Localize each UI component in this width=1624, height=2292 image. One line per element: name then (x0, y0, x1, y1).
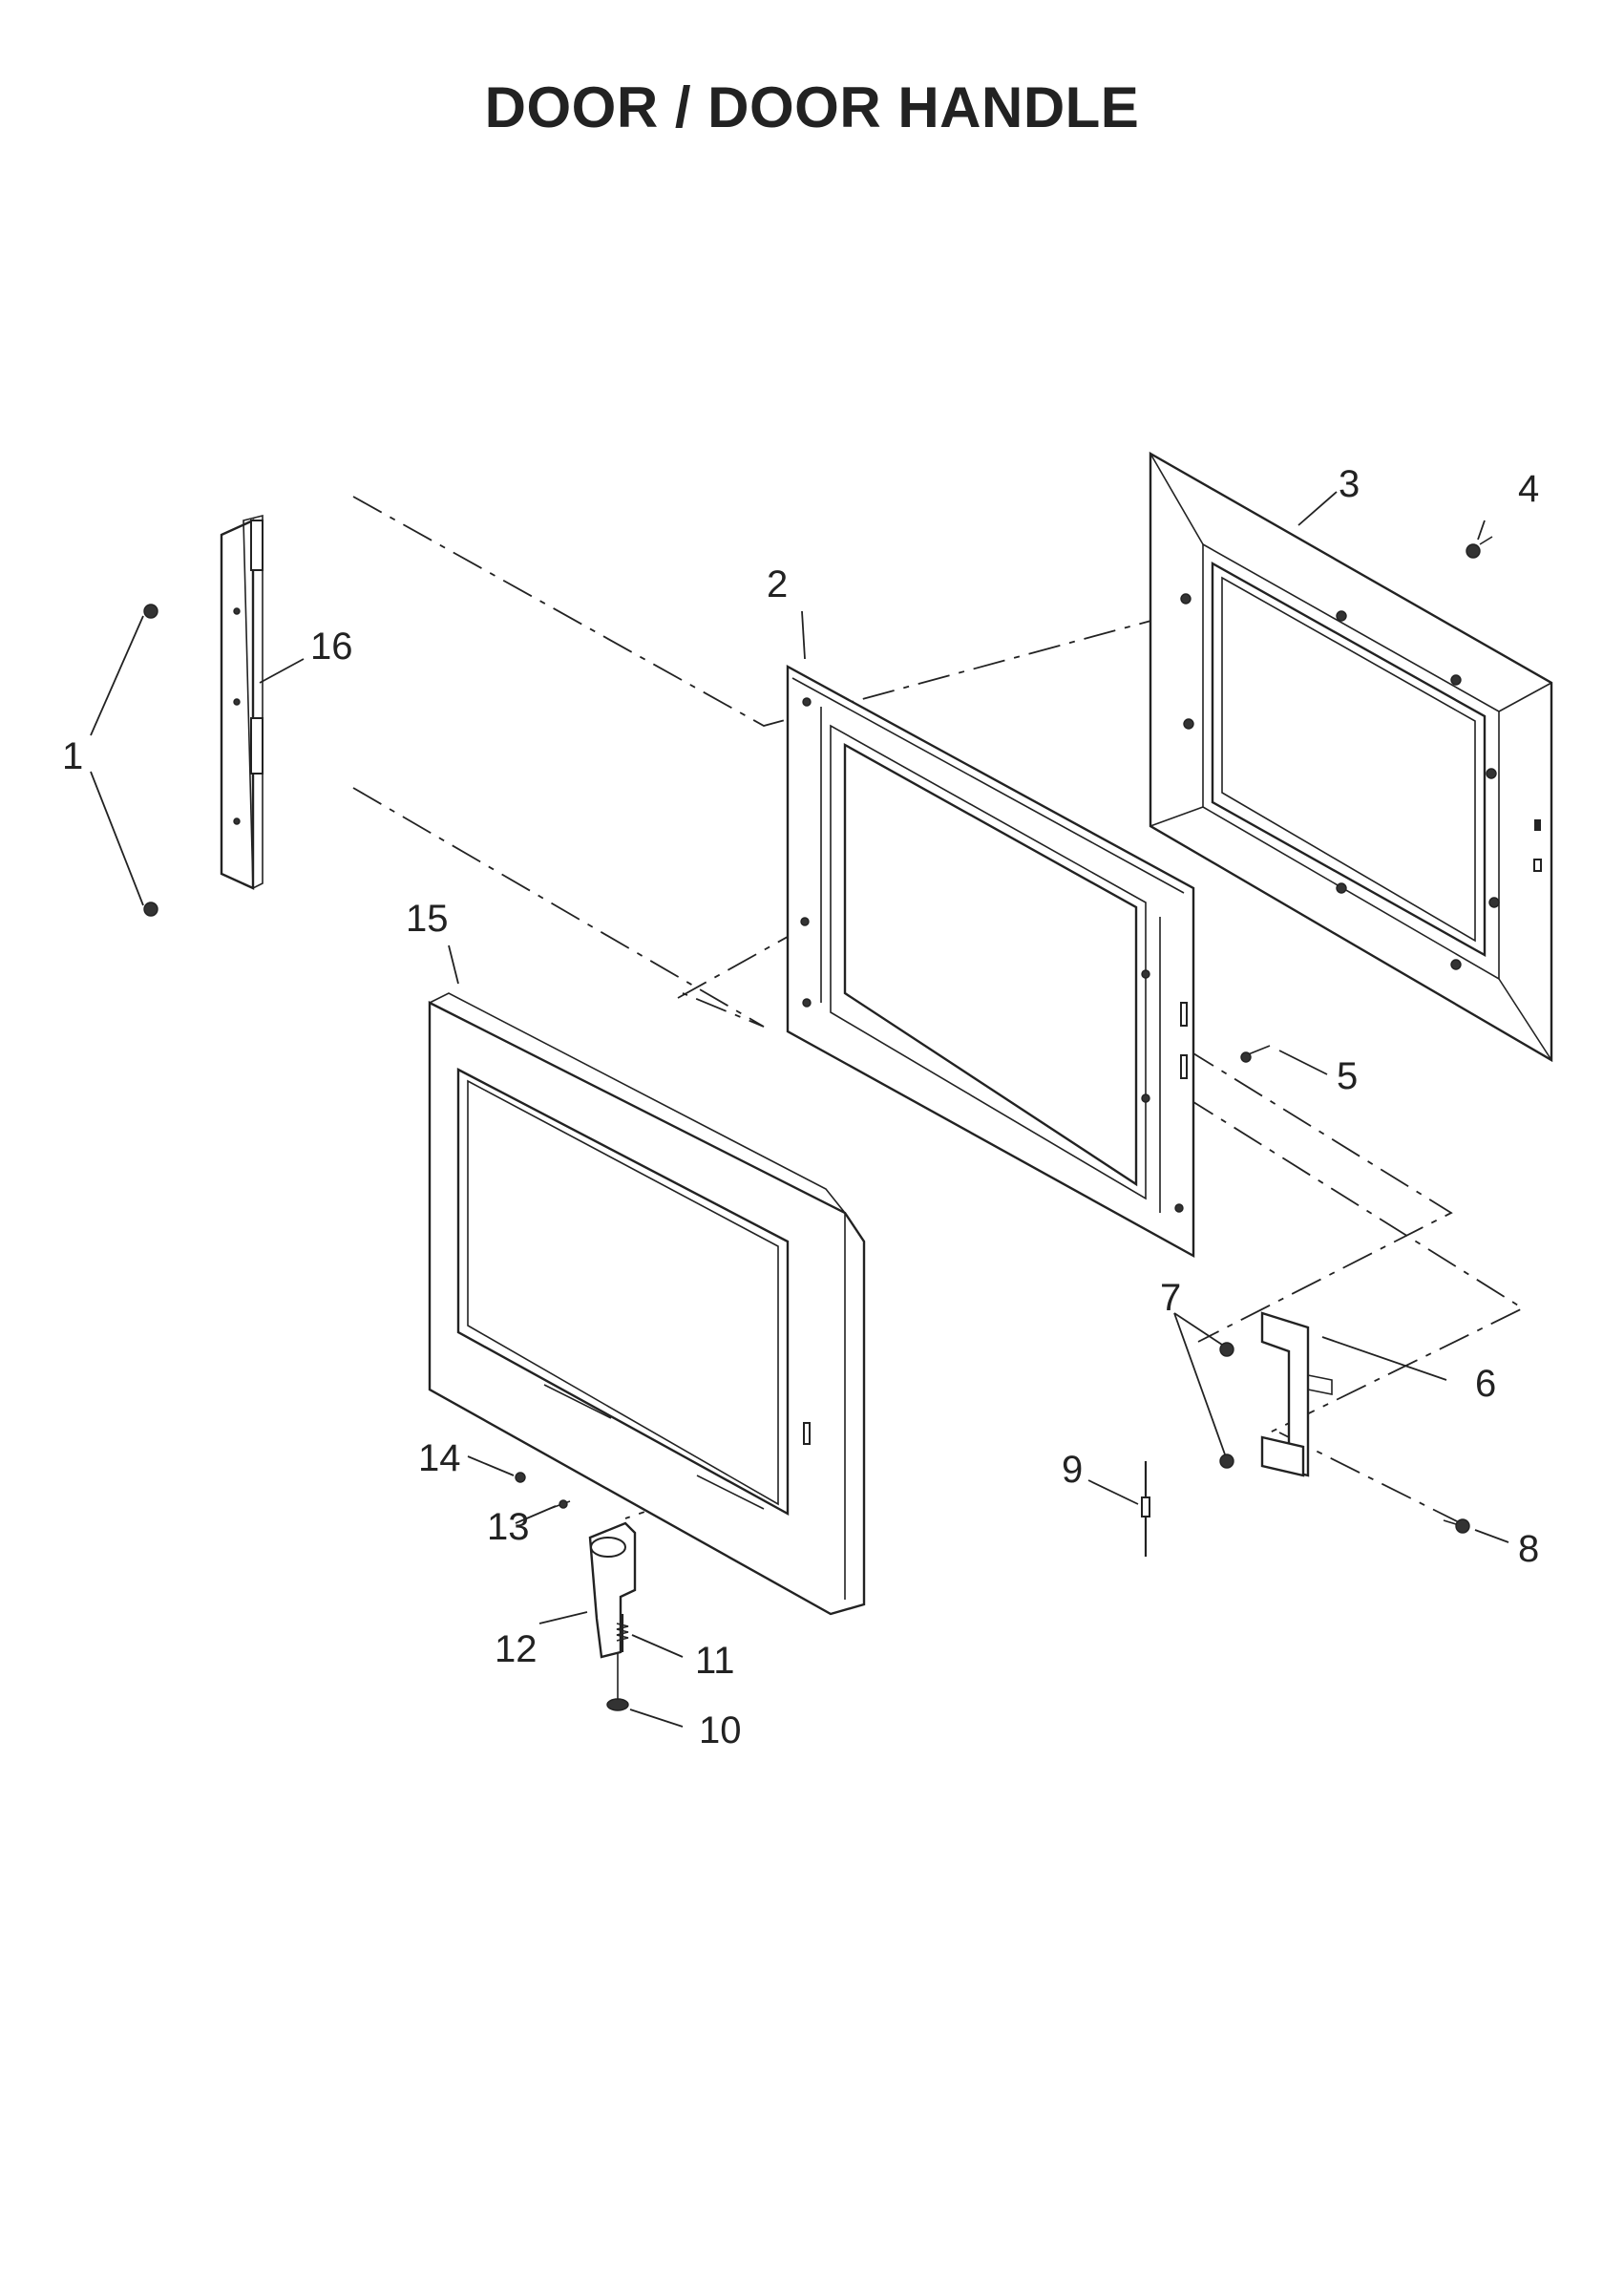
handle-bracket (1260, 1311, 1333, 1477)
callout-10: 10 (699, 1709, 742, 1751)
callout-15: 15 (406, 898, 449, 940)
screw-1a (143, 604, 158, 619)
screw-10 (606, 1652, 629, 1711)
screw-7a (1219, 1342, 1234, 1357)
hinge-channel (220, 514, 264, 890)
callout-13: 13 (487, 1506, 530, 1548)
callout-4: 4 (1518, 468, 1539, 510)
door-handle (588, 1521, 637, 1659)
spring-11 (616, 1614, 629, 1652)
callout-1: 1 (62, 735, 83, 777)
callout-9: 9 (1062, 1449, 1083, 1491)
door-front-panel (428, 992, 866, 1616)
callout-8: 8 (1518, 1528, 1539, 1570)
door-outer-panel (1149, 451, 1553, 1063)
callout-6: 6 (1475, 1363, 1496, 1405)
assembly-lines (352, 496, 1525, 1524)
screw-5 (1240, 1045, 1271, 1063)
pin-9 (1141, 1461, 1150, 1557)
callout-7: 7 (1160, 1277, 1181, 1319)
callouts: 1 2 3 4 5 6 7 8 9 10 11 12 13 14 15 16 (62, 463, 1539, 1751)
washer-14 (515, 1472, 526, 1483)
callout-3: 3 (1339, 463, 1360, 505)
callout-5: 5 (1337, 1055, 1358, 1097)
page-title: DOOR / DOOR HANDLE (484, 75, 1140, 139)
callout-12: 12 (495, 1628, 538, 1670)
screw-4 (1466, 536, 1493, 559)
screw-7b (1219, 1454, 1234, 1469)
leader-lines (90, 491, 1509, 1728)
callout-11: 11 (695, 1640, 735, 1682)
door-inner-frame (786, 664, 1195, 1259)
screw-8 (1443, 1518, 1470, 1534)
screw-1b (143, 902, 158, 917)
callout-16: 16 (310, 626, 353, 668)
callout-14: 14 (418, 1437, 461, 1479)
callout-2: 2 (767, 563, 788, 605)
